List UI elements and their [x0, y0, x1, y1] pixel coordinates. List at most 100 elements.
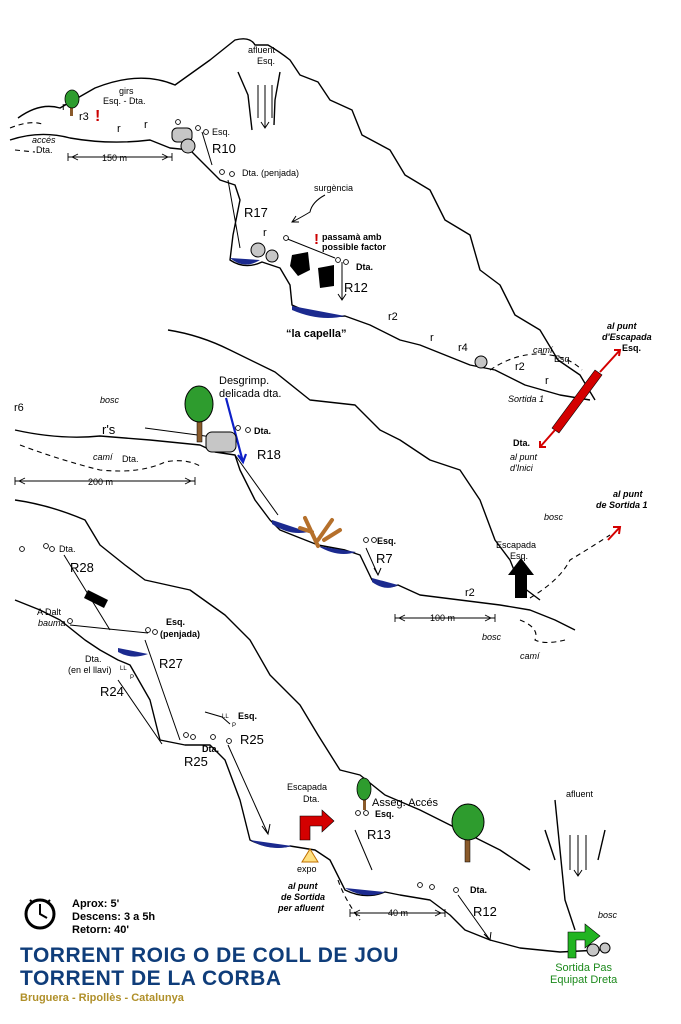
anchor-r18a [235, 425, 241, 431]
rope-r17 [227, 179, 241, 249]
desgrimp-arrow [224, 397, 248, 465]
label-dta-r18: Dta. [254, 426, 271, 436]
boulder-r10b [180, 138, 196, 154]
label-al-punt-sort: al punt [613, 489, 643, 499]
rope-r28 [63, 554, 111, 631]
label-r27: R27 [159, 656, 183, 671]
anchor-r12a [283, 235, 289, 241]
label-a-dalt: A Dalt [37, 607, 62, 617]
label-esq-r25: Esq. [238, 711, 257, 721]
label-r3: r3 [79, 111, 89, 123]
rope-r10 [201, 131, 213, 166]
pool-r27 [118, 648, 148, 657]
label-p-2: P [232, 723, 236, 729]
label-cami-low: camí [520, 651, 541, 661]
tributary-wall-right-3 [597, 829, 606, 861]
anchor-r10a [175, 119, 181, 125]
label-bosc-1: bosc [100, 395, 120, 405]
anchor-r12b-b [429, 884, 435, 890]
anchor-r25b [190, 734, 196, 740]
location-subtitle: Bruguera - Ripollès - Catalunya [20, 992, 184, 1004]
label-dist-40: 40 m [388, 908, 408, 918]
return-time: Retorn: 40' [72, 924, 130, 936]
passama-line [284, 237, 336, 259]
label-afluent-low: afluent [566, 789, 594, 799]
warning-r3: ! [95, 108, 100, 125]
anchor-r10b [195, 125, 201, 131]
time-summary: Aprox: 5' Descens: 3 a 5h Retorn: 40' [72, 898, 155, 937]
anchor-r28c [49, 546, 55, 552]
trail-cami-2 [19, 444, 201, 472]
label-r12-low: R12 [473, 904, 497, 919]
rope-r12b [457, 894, 492, 942]
label-dist-100: 100 m [430, 613, 455, 623]
label-expo: expo [297, 864, 317, 874]
escapada-flag-red [299, 809, 335, 841]
rope-r24 [117, 679, 163, 745]
label-esq-escapada: Esq. [622, 343, 641, 353]
anchor-r28a [19, 546, 25, 552]
dim-200 [14, 477, 196, 485]
fallen-log [298, 516, 342, 548]
title-line-1: TORRENT ROIG O DE COLL DE JOU [20, 944, 399, 967]
label-esq-r13: Esq. [375, 809, 394, 819]
label-r13: R13 [367, 827, 391, 842]
label-dta-inici: Dta. [513, 438, 530, 448]
label-al-punt-sort2-2: de Sortida [281, 892, 325, 902]
label-passama-1: passamà amb [322, 232, 382, 242]
label-escapada-dta-1: Escapada [287, 782, 327, 792]
anchor-penjada-a [219, 169, 225, 175]
pool-capella [292, 306, 345, 318]
wall-upper-2 [167, 329, 541, 601]
label-la-capella: “la capella” [286, 328, 347, 340]
label-dta-r12: Dta. [356, 262, 373, 272]
section-2: r6 bosc Desgrimp. delicada dta. r's Dta.… [14, 329, 648, 661]
anchor-r12c [343, 259, 349, 265]
label-esq-r7: Esq. [377, 536, 396, 546]
label-dta-penjada: Dta. (penjada) [242, 168, 299, 178]
label-bauma: bauma [38, 618, 66, 628]
arrow-to-escapada [599, 349, 622, 373]
label-girs: girs [119, 86, 134, 96]
warning-passama: ! [314, 231, 319, 248]
label-dist-150: 150 m [102, 153, 127, 163]
label-passama-2: possible factor [322, 242, 387, 252]
label-r25-b: R25 [184, 754, 208, 769]
pool-r7a [318, 546, 356, 554]
tree-crown-1 [64, 89, 80, 109]
warning-triangle [301, 848, 319, 863]
pool-r7b [372, 578, 398, 588]
label-dta-r25: Dta. [202, 744, 219, 754]
anchor-penjada-b [229, 171, 235, 177]
label-dta-r28: Dta. [59, 544, 76, 554]
label-dta-cami: Dta. [122, 454, 139, 464]
label-esq-top: Esq. [257, 56, 275, 66]
label-dta-r12b: Dta. [470, 885, 487, 895]
section-3: Dta. R28 A Dalt bauma Esq. (penjada) R27… [14, 499, 618, 959]
pool-r25 [250, 840, 292, 848]
label-de-sortida1: de Sortida 1 [596, 500, 648, 510]
anchor-r27b [152, 629, 158, 635]
anchor-r10c [203, 129, 209, 135]
label-r6: r6 [14, 402, 24, 414]
label-d-escapada: d'Escapada [602, 332, 652, 342]
label-desgrimp-2: delicada dta. [219, 388, 281, 400]
label-r2-mid: r2 [515, 361, 525, 373]
wall-upper-1 [17, 38, 596, 401]
label-bosc-4: bosc [598, 910, 618, 920]
label-r-b: r [117, 123, 121, 135]
anchor-r25d [226, 738, 232, 744]
tributary-arrow-3 [573, 850, 583, 877]
label-desgrimp-1: Desgrimp. [219, 375, 269, 387]
label-r-c: r [144, 119, 148, 131]
rope-r12 [337, 262, 347, 301]
label-r7: R7 [376, 551, 393, 566]
label-al-punt-sort2-3: per afluent [277, 903, 325, 913]
label-cami-top: camí [533, 345, 554, 355]
trail-cami-1 [489, 353, 583, 371]
rope-r13 [354, 829, 373, 871]
escapada-arrow-black [508, 558, 534, 598]
dim-40 [349, 909, 446, 917]
label-ll-2: LL [222, 714, 229, 720]
